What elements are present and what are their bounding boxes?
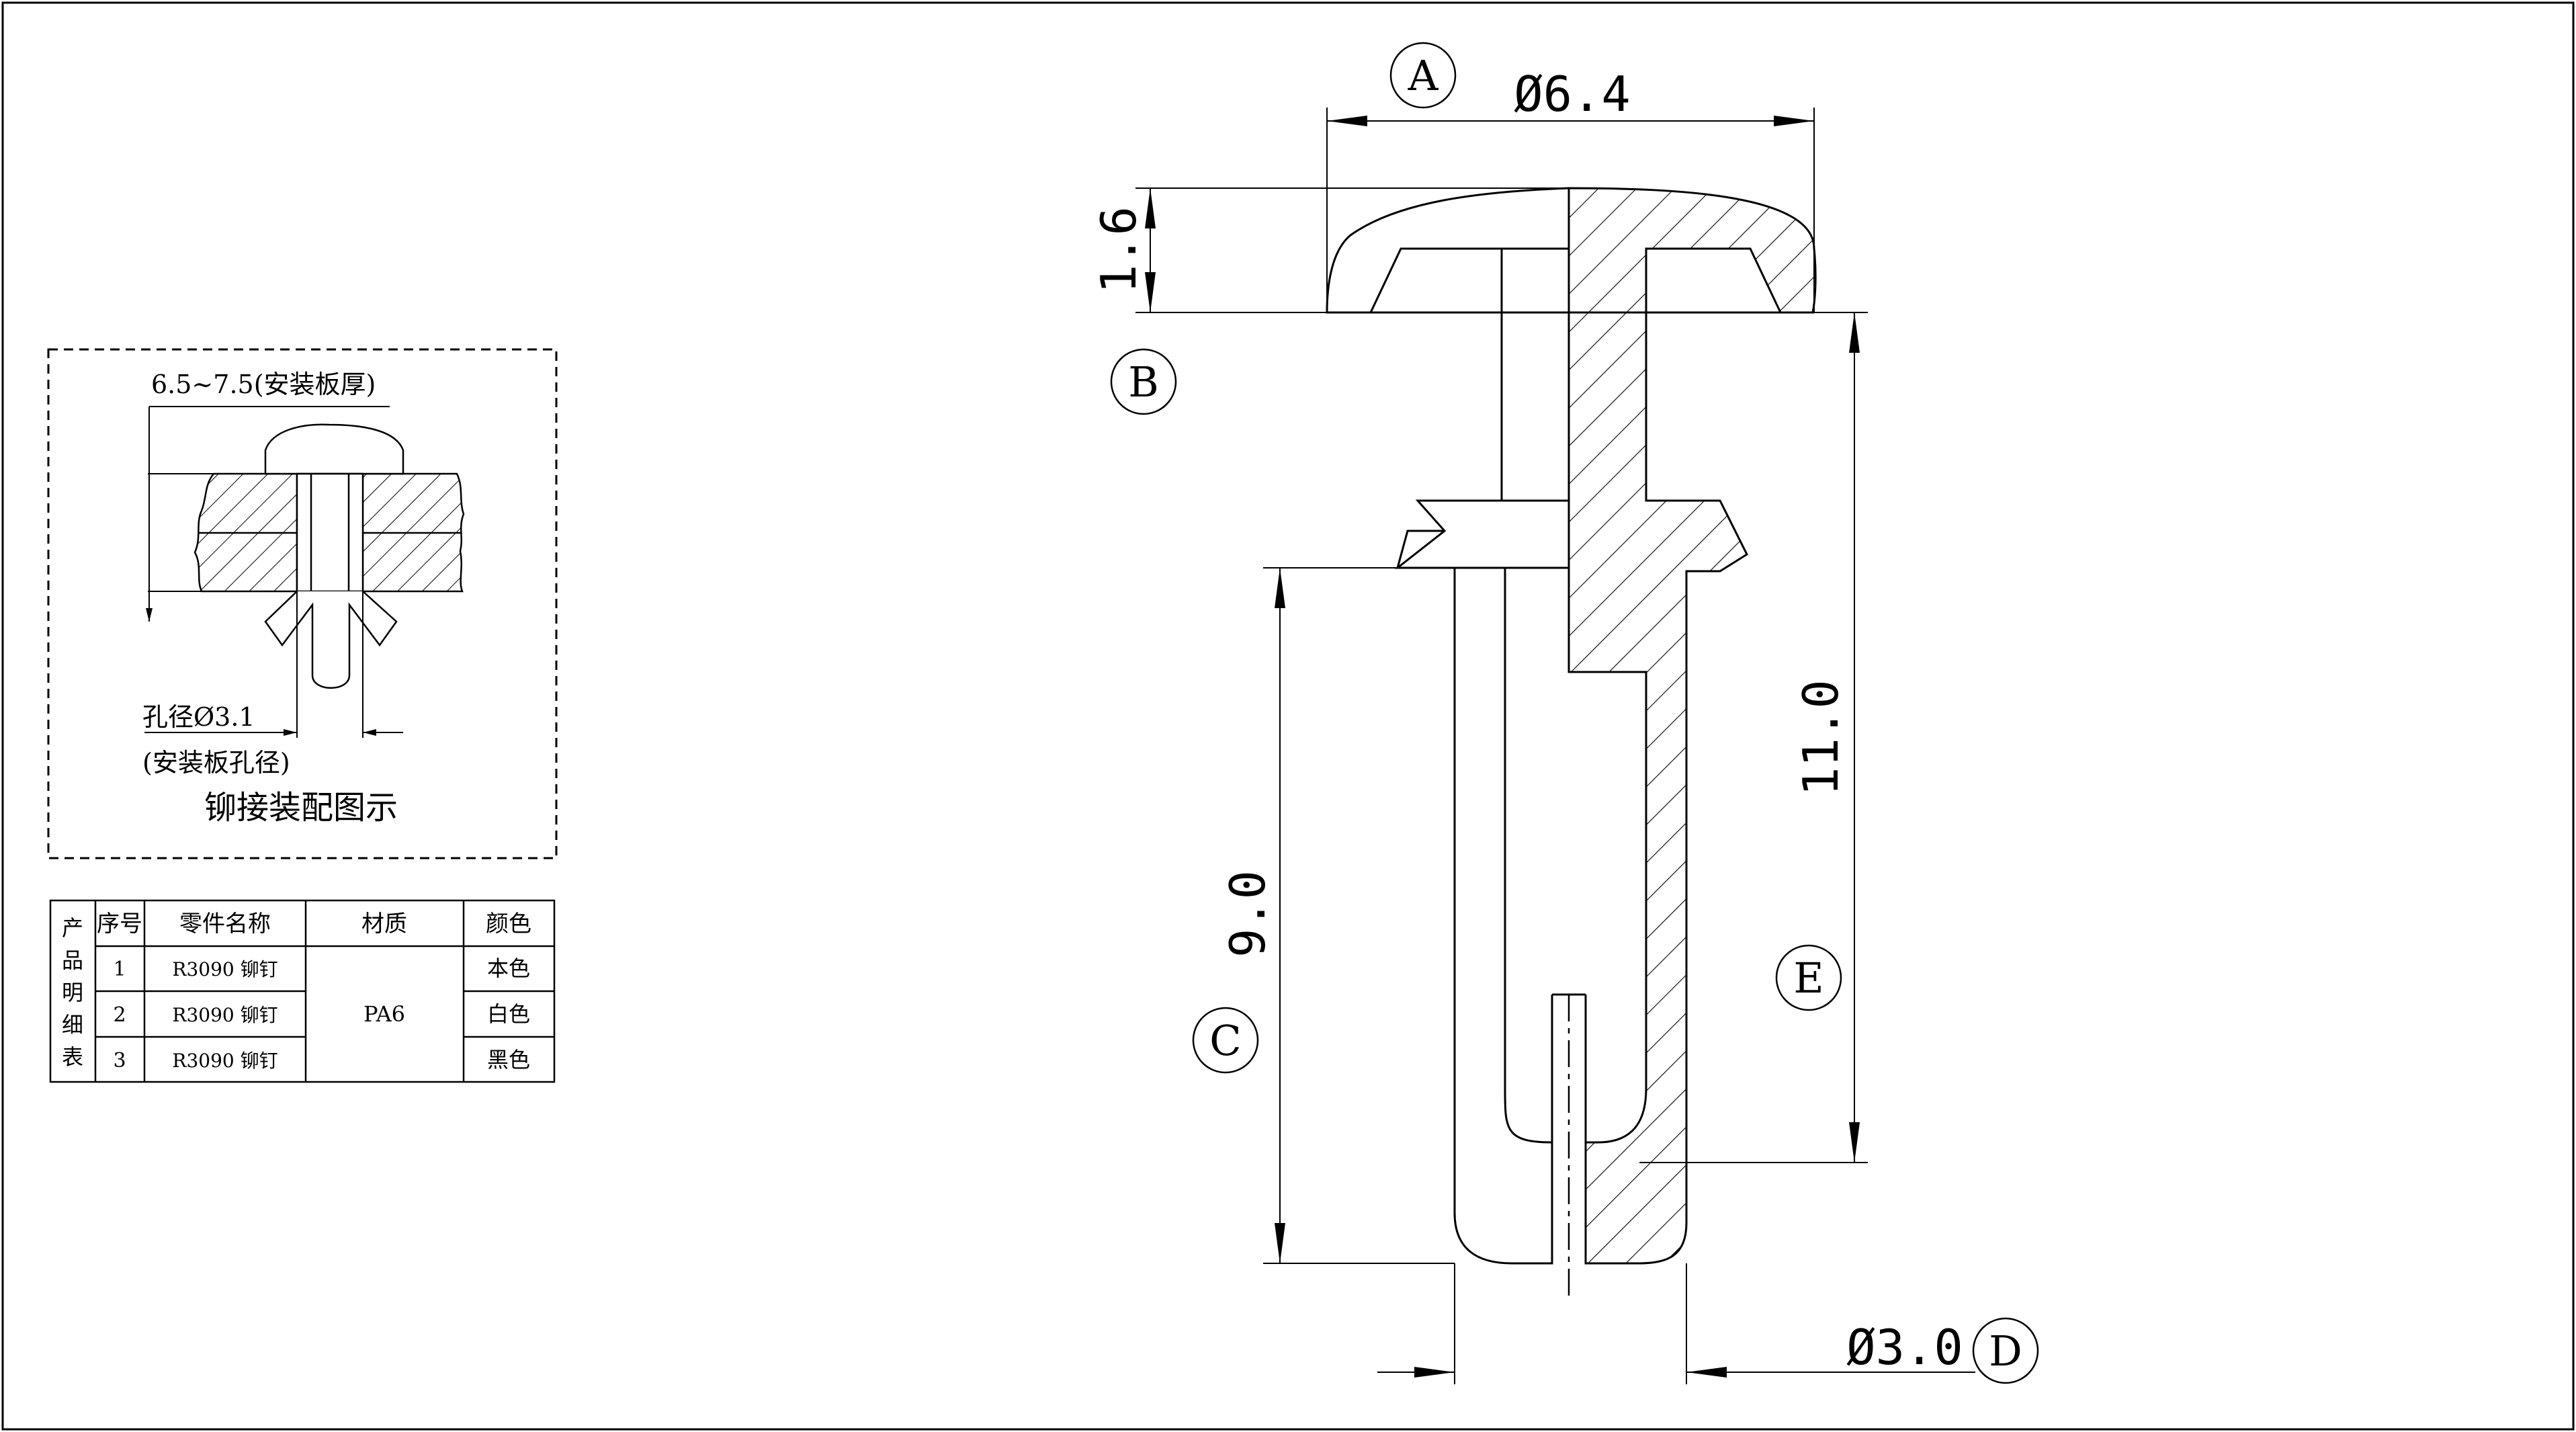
rivet-flange (1394, 499, 1569, 569)
table-side-label-char: 表 (62, 1044, 83, 1070)
callout-b: B (1128, 357, 1159, 407)
dim-head-height: 1.6 (1090, 206, 1147, 294)
callout-c: C (1209, 1016, 1241, 1065)
callout-e-circle (1775, 944, 1842, 1011)
table-row-no: 3 (113, 1049, 126, 1072)
inset-rivet-legs (264, 591, 398, 689)
parts-table-text: 产 品 明 细 表 序号 零件名称 材质 颜色 1 R3090 铆钉 本色 2 … (62, 911, 531, 1072)
table-side-label-char: 明 (62, 980, 83, 1005)
callout-a: A (1408, 51, 1439, 100)
table-row-color: 黑色 (487, 1047, 530, 1072)
inset-thickness-label: 6.5~7.5(安装板厚) (151, 370, 376, 399)
dim-leg-length: 9.0 (1219, 870, 1276, 958)
table-row-no: 2 (113, 1003, 126, 1027)
table-side-label-char: 产 (62, 915, 83, 941)
parts-table (49, 899, 556, 1083)
inset-rivet-head (264, 423, 404, 475)
main-rivet-view: Ø6.4 A 1.6 B 11.0 E 9.0 C Ø3.0 D (1090, 42, 2039, 1384)
inset-caption: 铆接装配图示 (204, 789, 398, 827)
inset-rivet-shank (296, 472, 364, 593)
table-material-value: PA6 (363, 1001, 405, 1027)
table-header-no: 序号 (97, 911, 142, 937)
rivet-section-hatched (1568, 187, 1817, 1265)
dim-head-diameter: Ø6.4 (1514, 66, 1630, 122)
table-row-no: 1 (113, 958, 126, 981)
dim-shank-diameter: Ø3.0 (1846, 1319, 1963, 1376)
table-row-name: R3090 铆钉 (172, 1050, 277, 1072)
rivet-outline-head (1326, 187, 1570, 314)
table-row-color: 本色 (487, 956, 530, 981)
callout-d-circle (1972, 1317, 2039, 1384)
callout-a-circle (1389, 42, 1457, 109)
callout-b-circle (1110, 348, 1177, 415)
table-side-label-char: 细 (62, 1012, 83, 1038)
rivet-left-leg (1453, 568, 1553, 1265)
callout-c-circle (1192, 1007, 1259, 1074)
table-header-material: 材质 (361, 911, 407, 937)
table-row-name: R3090 铆钉 (172, 958, 277, 980)
inset-dashed-border (47, 348, 558, 859)
callout-d: D (1989, 1326, 2022, 1376)
table-row-name: R3090 铆钉 (172, 1004, 277, 1026)
callout-e: E (1793, 954, 1823, 1003)
table-header-color: 颜色 (486, 911, 531, 937)
table-side-label-char: 品 (62, 947, 83, 973)
assembly-inset: 6.5~7.5(安装板厚) 孔径Ø3.1 (安装板孔径) 铆接装配图示 (47, 348, 558, 859)
table-row-color: 白色 (487, 1001, 530, 1027)
inset-hole-sublabel: (安装板孔径) (142, 748, 290, 777)
dim-overall-length: 11.0 (1793, 679, 1849, 796)
inset-hole-label: 孔径Ø3.1 (142, 702, 255, 732)
table-header-name: 零件名称 (179, 911, 271, 937)
